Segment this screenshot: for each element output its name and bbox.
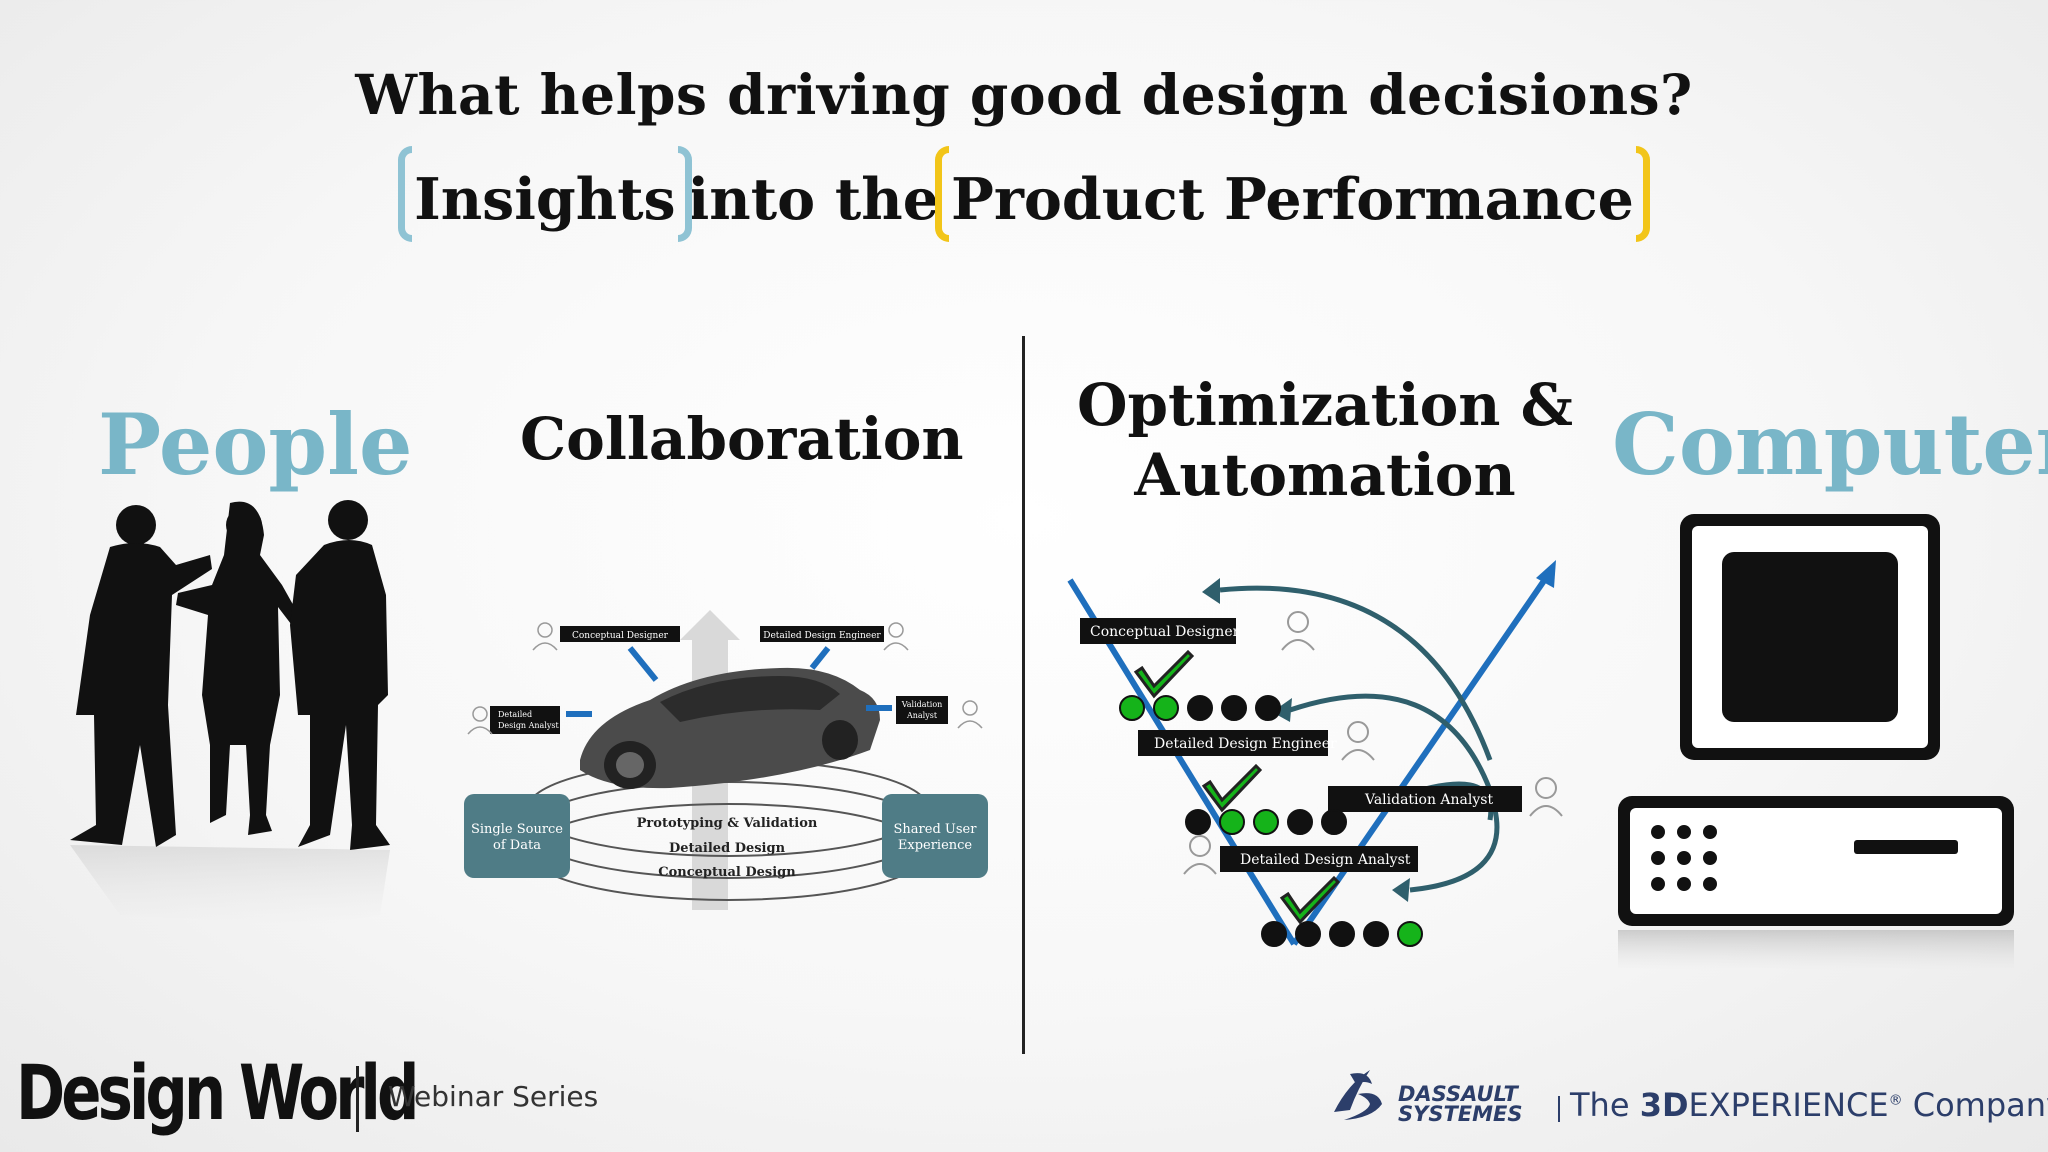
- dassault-line1: DASSAULT: [1398, 1082, 1518, 1106]
- right-box-line2: Experience: [898, 838, 973, 853]
- optimization-title-line2: Automation: [1134, 441, 1516, 509]
- optimization-title-line1: Optimization &: [1076, 371, 1574, 439]
- dassault-line2: SYSTEMES: [1398, 1102, 1523, 1126]
- tagline-pre: The: [1570, 1086, 1640, 1124]
- v-label-validation: Validation Analyst: [1364, 792, 1493, 808]
- tagline-rest: EXPERIENCE: [1688, 1086, 1889, 1124]
- insights-text: Insights: [414, 166, 676, 233]
- arrow-head-icon: [1536, 560, 1556, 588]
- optimization-title: Optimization & Automation: [1070, 370, 1580, 510]
- people-title: People: [98, 395, 413, 494]
- right-box-line1: Shared User: [894, 822, 978, 837]
- checkmark-icon: [1201, 763, 1263, 813]
- into-text: into the: [687, 166, 939, 233]
- role-analyst-1: Detailed: [498, 710, 532, 719]
- v-model-diagram: Conceptual Designer Detailed Design Engi…: [1067, 560, 1563, 947]
- right-bracket-icon: [677, 146, 692, 242]
- left-box-line2: of Data: [493, 838, 541, 853]
- computer-icon: [1618, 514, 2014, 970]
- car-icon: [580, 667, 880, 789]
- layer-label: Prototyping & Validation: [637, 816, 818, 831]
- footer-separator: [356, 1066, 359, 1132]
- product-text: Product Performance: [950, 166, 1634, 233]
- role-detailed-engineer: Detailed Design Engineer: [763, 631, 881, 641]
- role-analyst-2: Design Analyst: [498, 721, 560, 730]
- tagline-end: Company: [1912, 1086, 2048, 1124]
- role-conceptual: Conceptual Designer: [572, 631, 669, 641]
- ds-separator: [1558, 1096, 1560, 1122]
- dassault-systemes-name: DASSAULT SYSTEMES: [1398, 1082, 1523, 1126]
- collaboration-title: Collaboration: [520, 405, 964, 473]
- left-box-line1: Single Source: [471, 822, 563, 837]
- left-bracket-icon: [398, 146, 413, 242]
- product-word: Product Performance: [934, 146, 1650, 250]
- checkmark-icon: [1279, 875, 1341, 925]
- tagline-bold: 3D: [1639, 1086, 1689, 1124]
- collaboration-diagram: Conceptual Designer Detailed Design Engi…: [464, 610, 988, 910]
- right-bracket-icon: [1635, 146, 1650, 242]
- role-validation-2: Analyst: [906, 711, 938, 720]
- checkmark-icon: [1133, 649, 1195, 699]
- headline: What helps driving good design decisions…: [355, 62, 1693, 127]
- design-world-logo: Design World: [16, 1048, 419, 1137]
- v-label-conceptual: Conceptual Designer: [1090, 624, 1240, 640]
- left-bracket-icon: [934, 146, 949, 242]
- role-validation-1: Validation: [901, 700, 943, 709]
- tagline-reg: ®: [1888, 1092, 1903, 1109]
- subline: Insights into the Product Performance: [0, 146, 2048, 250]
- v-label-detailed-engineer: Detailed Design Engineer: [1154, 736, 1337, 752]
- insights-word: Insights: [398, 146, 692, 250]
- v-label-detailed-analyst: Detailed Design Analyst: [1240, 852, 1411, 868]
- people-silhouettes-icon: [70, 500, 390, 925]
- computers-title: Computers: [1612, 395, 2048, 494]
- 3dexperience-tagline: The 3DEXPERIENCE® Company: [1570, 1086, 2048, 1124]
- layer-label: Detailed Design: [669, 841, 786, 856]
- layer-label: Conceptual Design: [658, 865, 796, 880]
- 3ds-logo-icon: [1334, 1070, 1382, 1120]
- center-divider: [1022, 336, 1025, 1054]
- webinar-series: Webinar Series: [388, 1080, 599, 1113]
